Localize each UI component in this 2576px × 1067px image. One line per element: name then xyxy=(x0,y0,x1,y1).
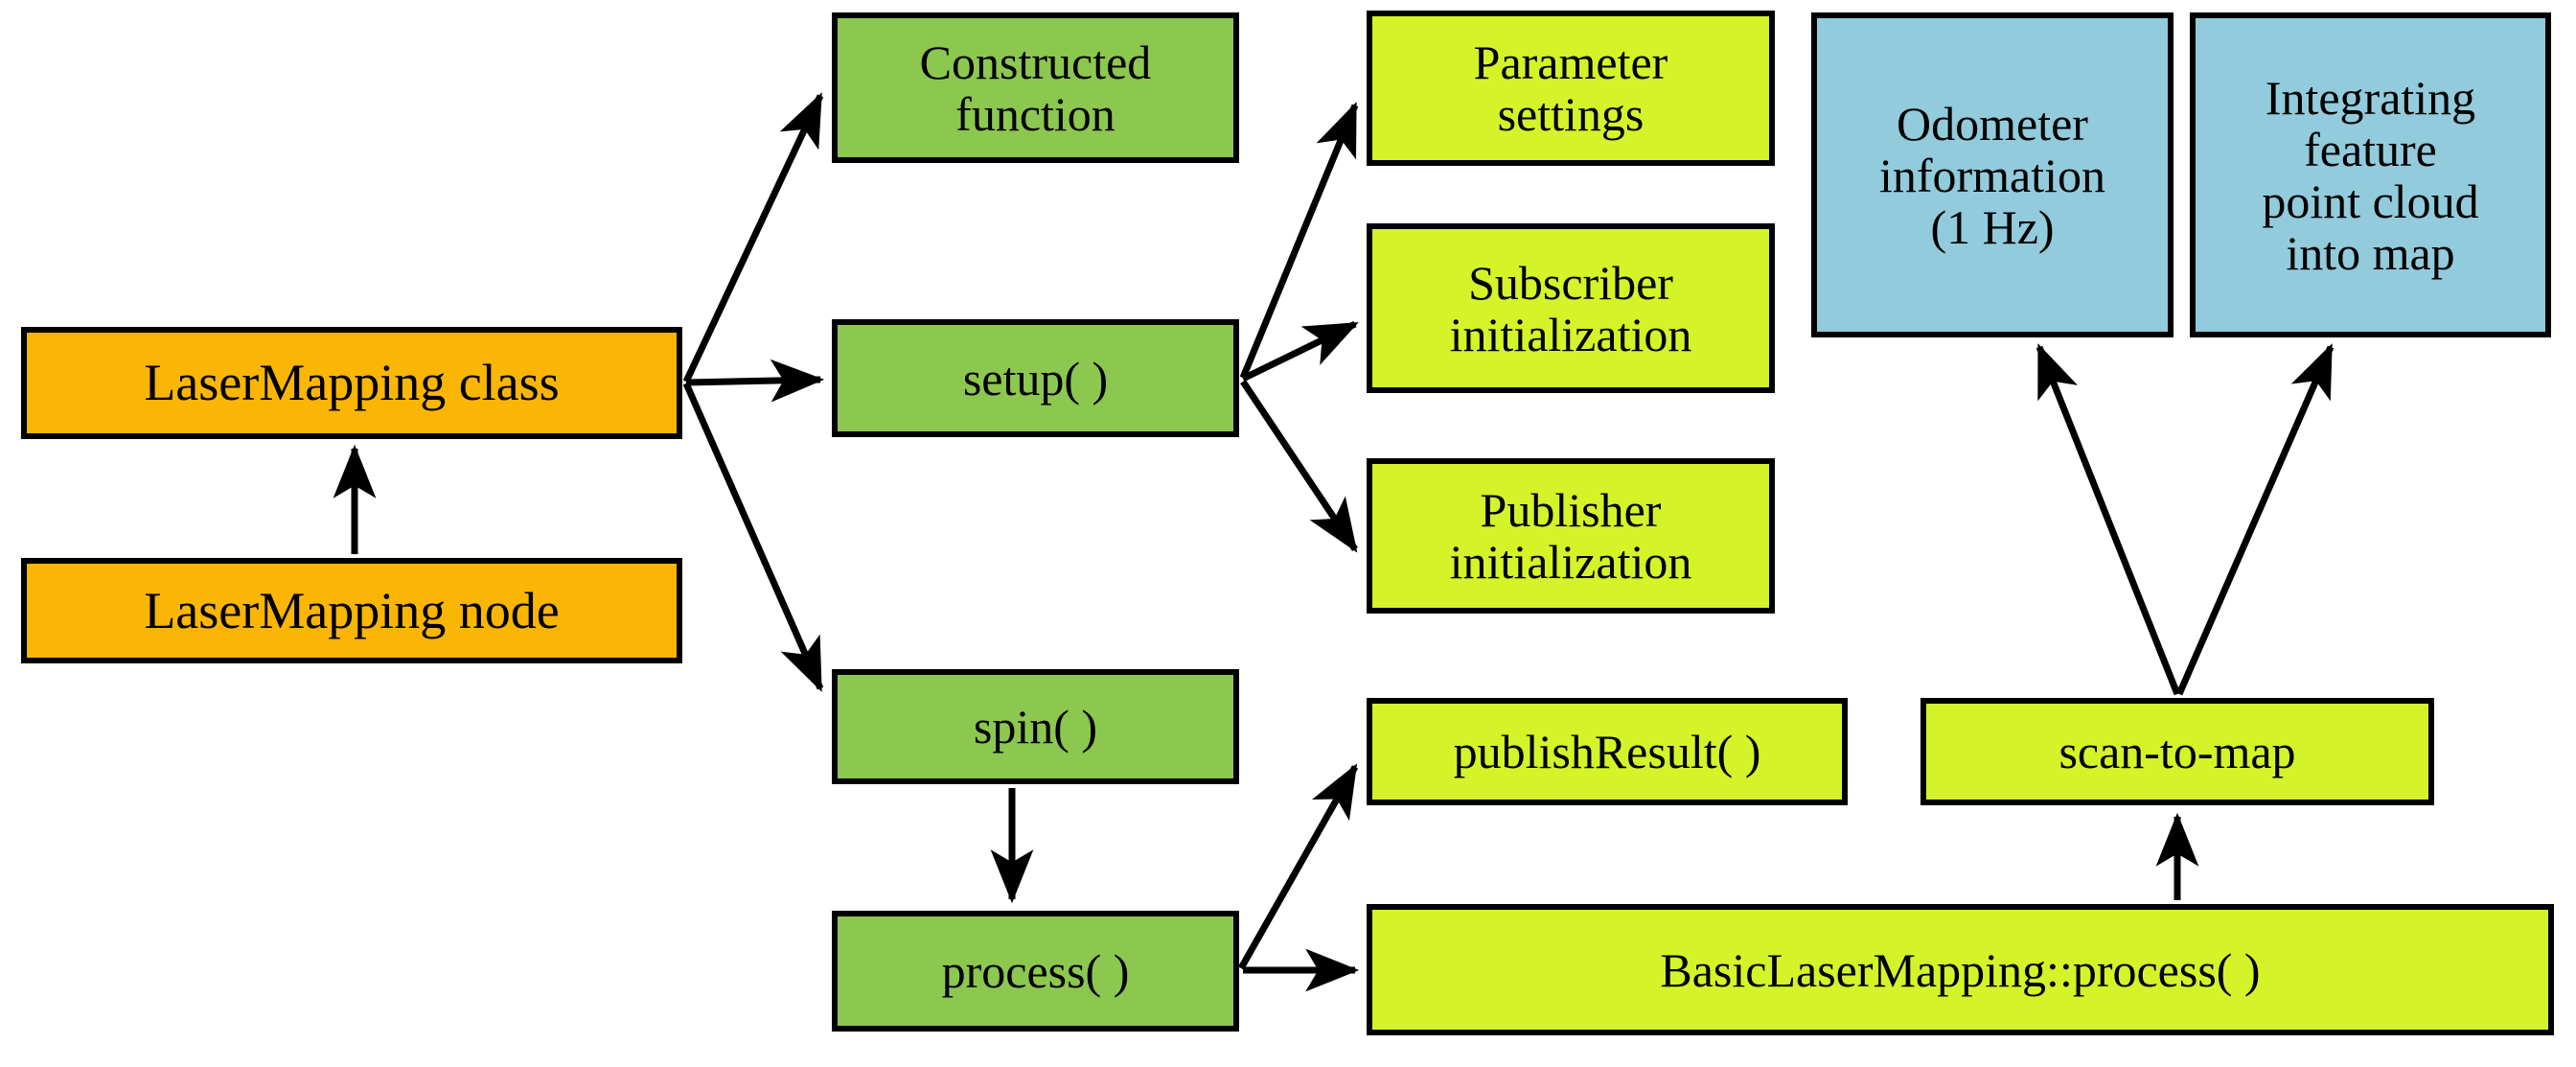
node-basic-laser-mapping-process[interactable]: BasicLaserMapping::process( ) xyxy=(1367,904,2554,1035)
node-label-setup: setup( ) xyxy=(962,351,1109,406)
edge-setup-to-subscriber xyxy=(1241,320,1359,383)
node-label-scan-to-map: scan-to-map xyxy=(2058,725,2296,778)
edge-scan-to-integrating xyxy=(2175,343,2334,696)
edge-class-to-setup xyxy=(685,359,825,403)
node-scan-to-map[interactable]: scan-to-map xyxy=(1920,698,2434,805)
edge-layer xyxy=(333,92,2334,992)
node-process[interactable]: process( ) xyxy=(832,911,1239,1032)
node-integrating-feature-point-cloud[interactable]: Integrating feature point cloud into map xyxy=(2190,12,2551,337)
edge-setup-to-publisher xyxy=(1240,380,1358,553)
edge-class-to-spin xyxy=(682,382,824,692)
node-label-odometer-information: Odometer information (1 Hz) xyxy=(1878,96,2106,254)
node-publish-result[interactable]: publishResult( ) xyxy=(1367,698,1848,805)
node-label-basic-laser-mapping-process: BasicLaserMapping::process( ) xyxy=(1660,942,2261,997)
node-subscriber-init[interactable]: Subscriber initialization xyxy=(1367,223,1775,393)
node-lasermapping-node[interactable]: LaserMapping node xyxy=(21,558,682,663)
node-label-constructed-function: Constructed function xyxy=(919,35,1152,141)
node-label-lasermapping-node: LaserMapping node xyxy=(144,581,560,639)
node-label-integrating-feature-point-cloud: Integrating feature point cloud into map xyxy=(2262,70,2479,280)
node-setup[interactable]: setup( ) xyxy=(832,319,1239,437)
edge-process-to-publish-result xyxy=(1237,763,1359,970)
node-odometer-information[interactable]: Odometer information (1 Hz) xyxy=(1811,12,2174,337)
edge-setup-to-parameter xyxy=(1239,102,1359,380)
node-label-spin: spin( ) xyxy=(973,700,1098,754)
node-label-lasermapping-class: LaserMapping class xyxy=(144,354,560,412)
node-lasermapping-class[interactable]: LaserMapping class xyxy=(21,327,682,439)
node-label-publisher-init: Publisher initialization xyxy=(1449,483,1692,589)
edge-scan-to-odometer xyxy=(2036,343,2181,696)
node-publisher-init[interactable]: Publisher initialization xyxy=(1367,458,1775,614)
node-parameter-settings[interactable]: Parameter settings xyxy=(1367,11,1775,166)
node-spin[interactable]: spin( ) xyxy=(832,669,1239,784)
node-label-subscriber-init: Subscriber initialization xyxy=(1449,255,1692,361)
edge-class-to-constructed xyxy=(682,92,824,383)
node-constructed-function[interactable]: Constructed function xyxy=(832,12,1239,163)
node-label-publish-result: publishResult( ) xyxy=(1453,725,1761,778)
node-label-process: process( ) xyxy=(941,944,1130,998)
node-label-parameter-settings: Parameter settings xyxy=(1473,35,1668,141)
